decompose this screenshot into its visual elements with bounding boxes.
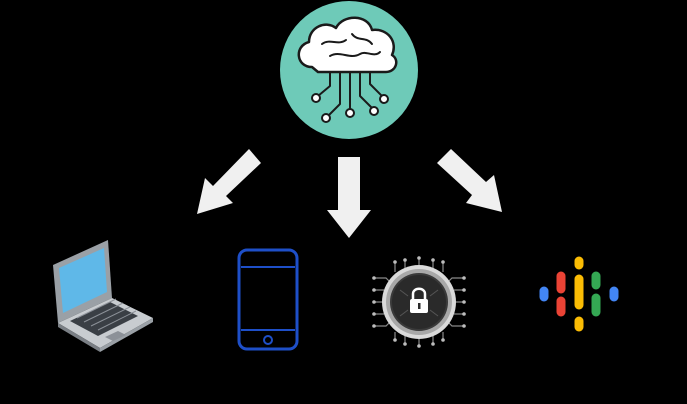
arrows-group: [197, 149, 502, 238]
cloud-brain-circuit-icon: [280, 1, 418, 139]
security-chip-lock-icon: [372, 256, 466, 348]
smartphone-icon: [237, 248, 299, 351]
google-podcasts-icon: [539, 256, 619, 332]
arrow-to-laptop: [197, 149, 261, 214]
laptop-icon: [53, 240, 153, 352]
arrow-to-smartphone: [327, 157, 371, 238]
arrow-to-chip: [437, 149, 502, 212]
